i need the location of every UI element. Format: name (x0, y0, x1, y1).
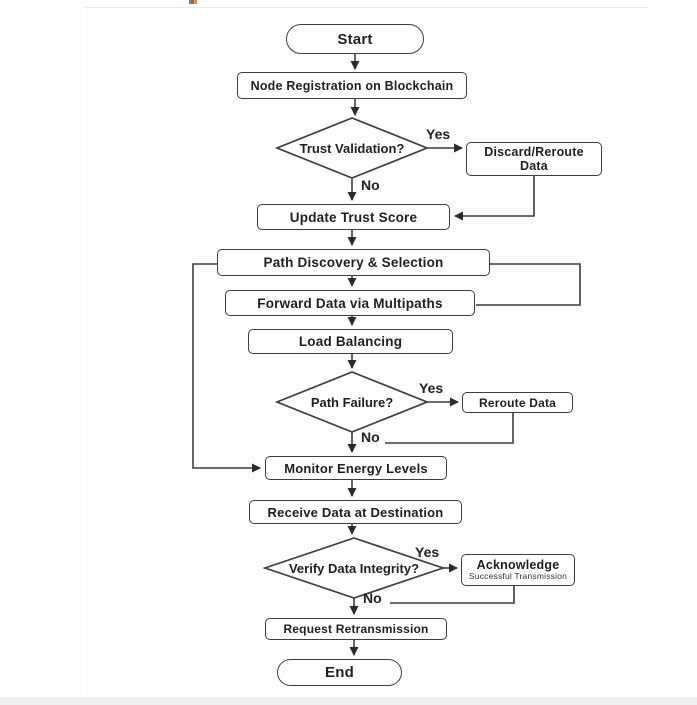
node-registration-label: Node Registration on Blockchain (250, 78, 454, 93)
verify-integrity-label: Verify Data Integrity? (288, 560, 420, 576)
edge-acknowledge-return-link (390, 586, 515, 604)
request-retransmission-node: Request Retransmission (265, 618, 447, 640)
verify-integrity-diamond-shape (262, 537, 446, 599)
start-node: Start (286, 24, 424, 54)
trust-yes-label: Yes (426, 126, 451, 142)
scan-bottom-edge (0, 697, 697, 705)
end-label: End (325, 664, 354, 681)
failure-yes-label: Yes (419, 380, 444, 396)
acknowledge-label: Acknowledge (476, 557, 560, 572)
verify-yes-label: Yes (415, 544, 440, 560)
monitor-energy-node: Monitor Energy Levels (265, 456, 447, 480)
acknowledge-label-group: Acknowledge Successful Transmission (469, 558, 567, 582)
scan-artifact-speck (189, 0, 197, 4)
reroute-data-label: Reroute Data (478, 395, 557, 410)
acknowledge-sublabel: Successful Transmission (468, 571, 568, 582)
load-balancing-node: Load Balancing (248, 329, 453, 354)
discard-reroute-node: Discard/Reroute Data (466, 142, 602, 176)
acknowledge-node: Acknowledge Successful Transmission (461, 554, 575, 586)
trust-validation-decision: Trust Validation? (277, 118, 427, 178)
receive-data-node: Receive Data at Destination (249, 500, 462, 524)
update-trust-score-node: Update Trust Score (257, 204, 450, 230)
failure-no-label: No (361, 429, 380, 445)
verify-no-label: No (363, 590, 382, 606)
path-failure-diamond-shape (274, 371, 430, 433)
verify-integrity-decision: Verify Data Integrity? (260, 538, 448, 598)
receive-data-label: Receive Data at Destination (267, 504, 444, 520)
load-balancing-label: Load Balancing (298, 334, 403, 349)
path-discovery-node: Path Discovery & Selection (217, 249, 490, 276)
path-discovery-label: Path Discovery & Selection (263, 255, 444, 270)
update-trust-score-label: Update Trust Score (289, 209, 418, 225)
edge-reroute-return-link (385, 413, 514, 444)
path-failure-decision: Path Failure? (277, 372, 427, 432)
node-registration-node: Node Registration on Blockchain (237, 72, 467, 99)
reroute-data-node: Reroute Data (462, 392, 573, 413)
forward-data-node: Forward Data via Multipaths (225, 290, 475, 316)
discard-reroute-line1: Discard/Reroute (484, 144, 584, 159)
trust-validation-label: Trust Validation? (299, 140, 405, 156)
edge-discard-to-update (454, 176, 535, 221)
forward-data-label: Forward Data via Multipaths (257, 295, 443, 311)
path-failure-label: Path Failure? (310, 394, 394, 410)
discard-reroute-line2: Data (520, 159, 548, 173)
edge-pathdiscovery-to-monitor-left-loop (192, 263, 261, 473)
trust-validation-diamond-shape (274, 117, 430, 179)
end-node: End (277, 659, 402, 686)
trust-no-label: No (361, 177, 380, 193)
request-retransmission-label: Request Retransmission (283, 622, 429, 636)
monitor-energy-label: Monitor Energy Levels (284, 460, 428, 476)
edge-pathdiscovery-forward-right-link (476, 263, 581, 306)
start-label: Start (337, 30, 373, 48)
